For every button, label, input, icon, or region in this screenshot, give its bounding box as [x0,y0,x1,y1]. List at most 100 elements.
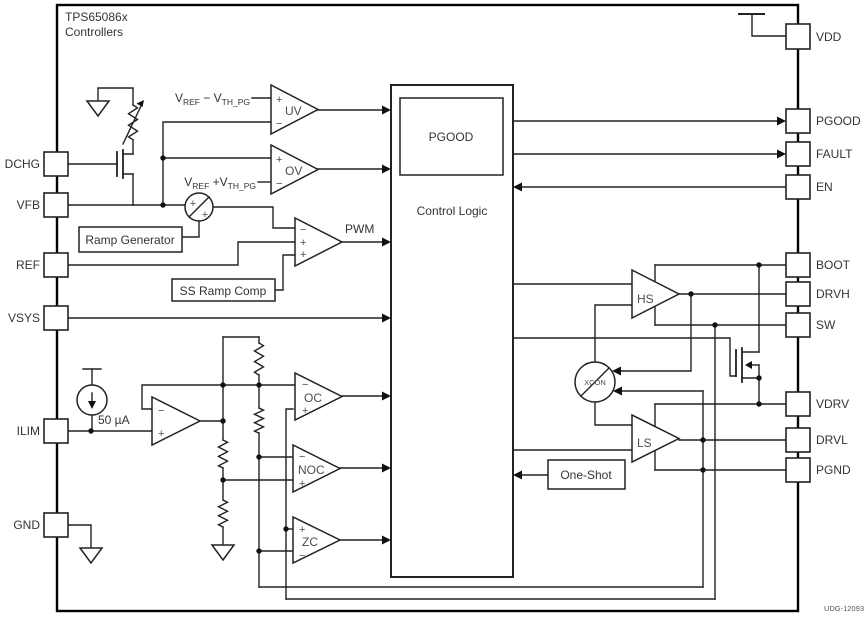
oc-comparator: − OC + [294,371,344,422]
svg-text:−: − [276,118,282,130]
ov-threshold-label: VREF +VTH_PG [184,175,256,191]
title-line1: TPS65086x [65,10,128,24]
ground-icon [85,100,111,118]
pin-vfb: VFB [17,192,69,218]
ov-comparator: + − OV [270,143,320,196]
resistor-icon [253,342,265,376]
pwm-label: PWM [345,222,374,236]
svg-text:VFB: VFB [17,198,40,212]
resistor-icon [216,499,230,528]
xcon-icon: XCON [574,361,616,403]
svg-text:DRVL: DRVL [816,433,848,447]
svg-text:+: + [276,154,282,166]
pins-right: VDD PGOOD FAULT EN BOOT DRVH SW VDRV [785,23,861,483]
pin-vdrv: VDRV [785,391,849,417]
ramp-generator-label: Ramp Generator [85,233,174,247]
ground-icon [210,544,236,562]
svg-text:BOOT: BOOT [816,258,851,272]
junction-dots [88,155,762,554]
control-logic-label: Control Logic [417,204,488,218]
ss-ramp-comp-block: SS Ramp Comp [171,278,276,302]
noc-comparator: − NOC + [292,443,342,494]
hs-label: HS [637,292,654,306]
noc-label: NOC [298,463,325,477]
zc-label: ZC [302,535,318,549]
svg-text:+: + [302,405,308,417]
hs-driver: HS [631,268,681,320]
discharge-mosfet-icon [116,149,134,179]
one-shot-label: One-Shot [560,468,612,482]
wires [67,13,787,600]
current-source-label: 50 µA [98,413,130,427]
svg-text:+: + [299,524,305,536]
pins-left: DCHG VFB REF VSYS ILIM GND [5,151,69,538]
pin-sw: SW [785,312,836,338]
svg-text:+: + [300,237,306,249]
control-logic-block: Control Logic PGOOD [390,84,514,578]
oc-label: OC [304,391,322,405]
resistor-icons [122,100,266,528]
uv-label: UV [285,104,302,118]
svg-text:−: − [276,178,282,190]
figure-id: UDG-12093 [824,604,864,613]
svg-text:VDD: VDD [816,30,842,44]
pin-fault: FAULT [785,141,853,167]
svg-text:−: − [299,550,305,562]
pin-ref: REF [16,252,69,278]
svg-text:+: + [276,94,282,106]
ramp-generator-block: Ramp Generator [78,226,183,253]
svg-text:+: + [202,209,208,221]
svg-text:ILIM: ILIM [17,424,40,438]
svg-text:PGND: PGND [816,463,851,477]
svg-text:FAULT: FAULT [816,147,853,161]
svg-text:−: − [302,379,308,391]
svg-text:+: + [300,249,306,261]
pin-pgood: PGOOD [785,108,861,134]
ov-label: OV [285,164,302,178]
svg-text:SW: SW [816,318,836,332]
svg-text:REF: REF [16,258,40,272]
pwm-comparator: − + + PWM [294,216,374,268]
pgood-block-label: PGOOD [429,130,474,144]
svg-text:−: − [299,451,305,463]
pgood-block: PGOOD [399,97,504,176]
error-amplifier: − + [151,395,202,447]
svg-text:VDRV: VDRV [816,397,849,411]
uv-threshold-label: VREF − VTH_PG [175,91,250,107]
pin-drvl: DRVL [785,427,848,453]
pin-boot: BOOT [785,252,851,278]
pin-ilim: ILIM [17,418,69,444]
bootstrap-mosfet-icon [735,347,760,383]
resistor-icon [216,439,230,469]
pin-gnd: GND [13,512,69,538]
pin-vdd: VDD [785,23,842,50]
pin-pgnd: PGND [785,457,851,483]
title-line2: Controllers [65,25,123,39]
ls-driver: LS [631,413,681,464]
one-shot-block: One-Shot [547,459,626,490]
summing-junction-icon: + + [184,192,214,222]
svg-text:EN: EN [816,180,833,194]
svg-text:DRVH: DRVH [816,287,850,301]
xcon-label: XCON [584,378,606,387]
svg-text:−: − [300,224,306,236]
svg-text:DCHG: DCHG [5,157,40,171]
ground-icon [78,547,104,565]
current-source-icon: 50 µA [76,384,130,427]
zc-comparator: + ZC − [292,515,342,565]
ss-ramp-comp-label: SS Ramp Comp [180,284,267,298]
uv-comparator: + − UV [270,83,320,136]
variable-resistor-icon [122,100,144,145]
pin-vsys: VSYS [8,305,69,331]
svg-text:PGOOD: PGOOD [816,114,861,128]
page-title: TPS65086x Controllers [65,10,128,39]
svg-text:VSYS: VSYS [8,311,40,325]
svg-text:GND: GND [13,518,40,532]
svg-text:+: + [299,478,305,490]
pin-drvh: DRVH [785,281,850,307]
pin-en: EN [785,174,833,200]
svg-text:+: + [158,428,164,440]
resistor-icon [252,407,266,435]
